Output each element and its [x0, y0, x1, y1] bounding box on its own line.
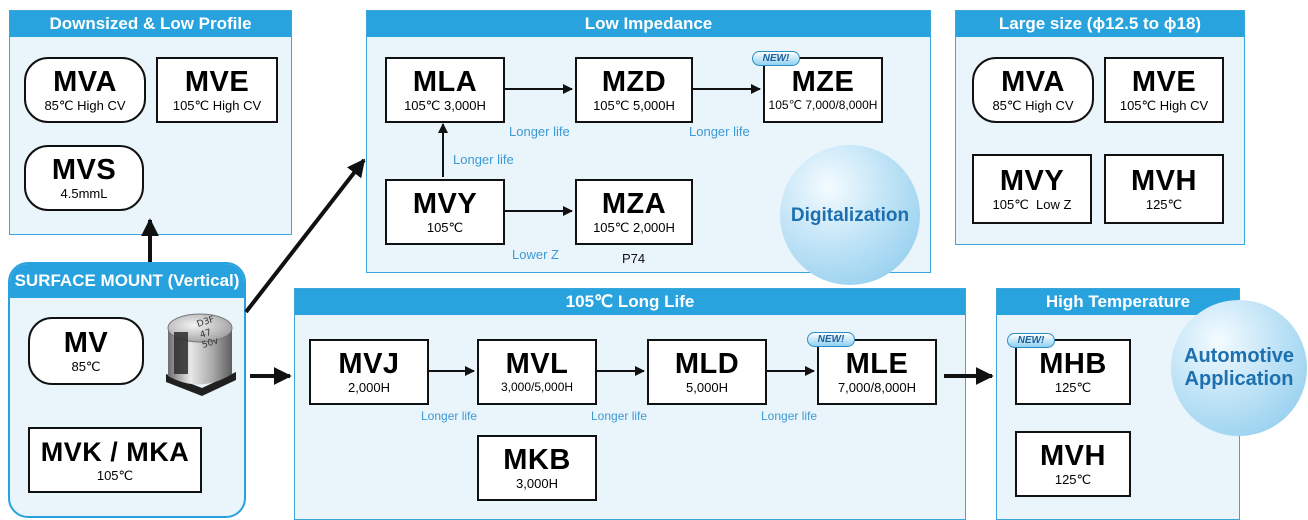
series-box-mva: MVA 85℃ High CV — [972, 57, 1094, 123]
transition-label: Longer life — [453, 152, 514, 167]
series-spec: 85℃ High CV — [44, 97, 126, 113]
series-name: MVH — [1040, 439, 1106, 472]
series-name: MHB — [1039, 347, 1107, 380]
new-badge: NEW! — [807, 332, 855, 347]
series-name: MVA — [53, 65, 117, 98]
series-name: MLE — [845, 347, 909, 380]
series-spec: 4.5mmL — [60, 185, 108, 201]
series-spec: 105℃ 3,000H — [404, 97, 486, 113]
panel-long-life: 105℃ Long Life MVJ 2,000H MVL 3,000/5,00… — [294, 288, 966, 520]
series-box-mvk-mka: MVK / MKA 105℃ — [28, 427, 202, 493]
transition-label: Lower Z — [512, 247, 559, 262]
series-box-mvs: MVS 4.5mmL — [24, 145, 144, 211]
transition-label: Longer life — [689, 124, 750, 139]
series-spec: 105℃ 5,000H — [593, 97, 675, 113]
series-spec: 125℃ — [1054, 471, 1092, 487]
new-badge: NEW! — [752, 51, 800, 66]
series-name: MVJ — [338, 347, 400, 380]
series-box-mvy: MVY 105℃ — [385, 179, 505, 245]
series-name: MVL — [505, 347, 569, 380]
series-name: MVE — [184, 65, 250, 98]
series-box-mve: MVE 105℃ High CV — [156, 57, 278, 123]
capacitor-image: D3F 47 50v — [166, 313, 236, 396]
series-spec: 85℃ High CV — [992, 97, 1074, 113]
series-name: MV — [63, 326, 109, 359]
series-spec: 105℃ High CV — [172, 97, 262, 113]
series-spec: 3,000H — [516, 475, 558, 491]
series-name: MLD — [674, 347, 740, 380]
series-name: MVY — [999, 164, 1065, 197]
series-name: MVH — [1131, 164, 1197, 197]
series-name: MZA — [601, 187, 667, 220]
series-box-mve: MVE 105℃ High CV — [1104, 57, 1224, 123]
series-spec: 125℃ — [1145, 196, 1183, 212]
new-badge: NEW! — [1007, 333, 1055, 348]
series-box-mkb: MKB 3,000H — [477, 435, 597, 501]
panel-title: Large size (ϕ12.5 to ϕ18) — [956, 11, 1244, 37]
series-name: MVA — [1001, 65, 1065, 98]
bubble-label-line1: Automotive — [1184, 345, 1294, 367]
series-spec: 125℃ — [1054, 379, 1092, 395]
series-box-mld: MLD 5,000H — [647, 339, 767, 405]
series-box-mla: MLA 105℃ 3,000H — [385, 57, 505, 123]
series-box-mzd: MZD 105℃ 5,000H — [575, 57, 693, 123]
series-name: MVS — [51, 153, 117, 186]
panel-title: Low Impedance — [367, 11, 930, 37]
transition-label: Longer life — [421, 409, 478, 423]
panel-surface-mount: SURFACE MOUNT (Vertical) MV 85℃ MVK / MK… — [8, 262, 246, 518]
series-spec: 105℃ 2,000H — [593, 219, 675, 235]
series-spec: 85℃ — [71, 358, 101, 374]
page-reference: P74 — [622, 251, 646, 266]
bubble-label: Digitalization — [790, 204, 910, 226]
series-name: MKB — [503, 443, 571, 476]
series-spec: 105℃ High CV — [1119, 97, 1209, 113]
series-spec: 105℃ — [96, 467, 134, 483]
panel-title: High Temperature — [997, 289, 1239, 315]
panel-title: Downsized & Low Profile — [10, 11, 291, 37]
series-spec: 7,000/8,000H — [837, 379, 917, 395]
series-name: MZE — [791, 65, 855, 98]
series-spec: 105℃ 7,000/8,000H — [768, 97, 878, 112]
series-box-mvy: MVY 105℃ Low Z — [972, 154, 1092, 224]
series-spec: 2,000H — [348, 379, 390, 395]
capacitor-marking-2: 47 — [199, 328, 213, 341]
panel-downsized-low-profile: Downsized & Low Profile MVA 85℃ High CV … — [9, 10, 292, 235]
bubble-label-line2: Application — [1184, 368, 1294, 390]
series-box-mvh: MVH 125℃ — [1104, 154, 1224, 224]
transition-label: Longer life — [591, 409, 648, 423]
arrow-surface-low-impedance — [244, 158, 366, 314]
series-box-mle: MLE 7,000/8,000H — [817, 339, 937, 405]
transition-label: Longer life — [509, 124, 570, 139]
series-name: MZD — [601, 65, 667, 98]
series-box-mza: MZA 105℃ 2,000H — [575, 179, 693, 245]
series-box-mze: MZE 105℃ 7,000/8,000H — [763, 57, 883, 123]
transition-label: Longer life — [761, 409, 818, 423]
series-spec: 5,000H — [686, 379, 728, 395]
panel-large-size: Large size (ϕ12.5 to ϕ18) MVA 85℃ High C… — [955, 10, 1245, 245]
series-spec: 105℃ — [426, 219, 464, 235]
series-name: MVE — [1131, 65, 1197, 98]
panel-title: 105℃ Long Life — [295, 289, 965, 315]
series-box-mvh: MVH 125℃ — [1015, 431, 1131, 497]
series-name: MVY — [412, 187, 478, 220]
series-box-mva: MVA 85℃ High CV — [24, 57, 146, 123]
series-box-mvl: MVL 3,000/5,000H — [477, 339, 597, 405]
series-box-mhb: MHB 125℃ — [1015, 339, 1131, 405]
digitalization-bubble: Digitalization — [780, 145, 920, 285]
series-spec: 105℃ Low Z — [992, 196, 1072, 212]
series-box-mv: MV 85℃ — [28, 317, 144, 385]
panel-title: SURFACE MOUNT (Vertical) — [10, 264, 244, 298]
series-spec: 3,000/5,000H — [500, 379, 574, 394]
series-name: MVK / MKA — [40, 436, 190, 467]
automotive-bubble: Automotive Application — [1171, 300, 1307, 436]
series-box-mvj: MVJ 2,000H — [309, 339, 429, 405]
series-name: MLA — [412, 65, 478, 98]
